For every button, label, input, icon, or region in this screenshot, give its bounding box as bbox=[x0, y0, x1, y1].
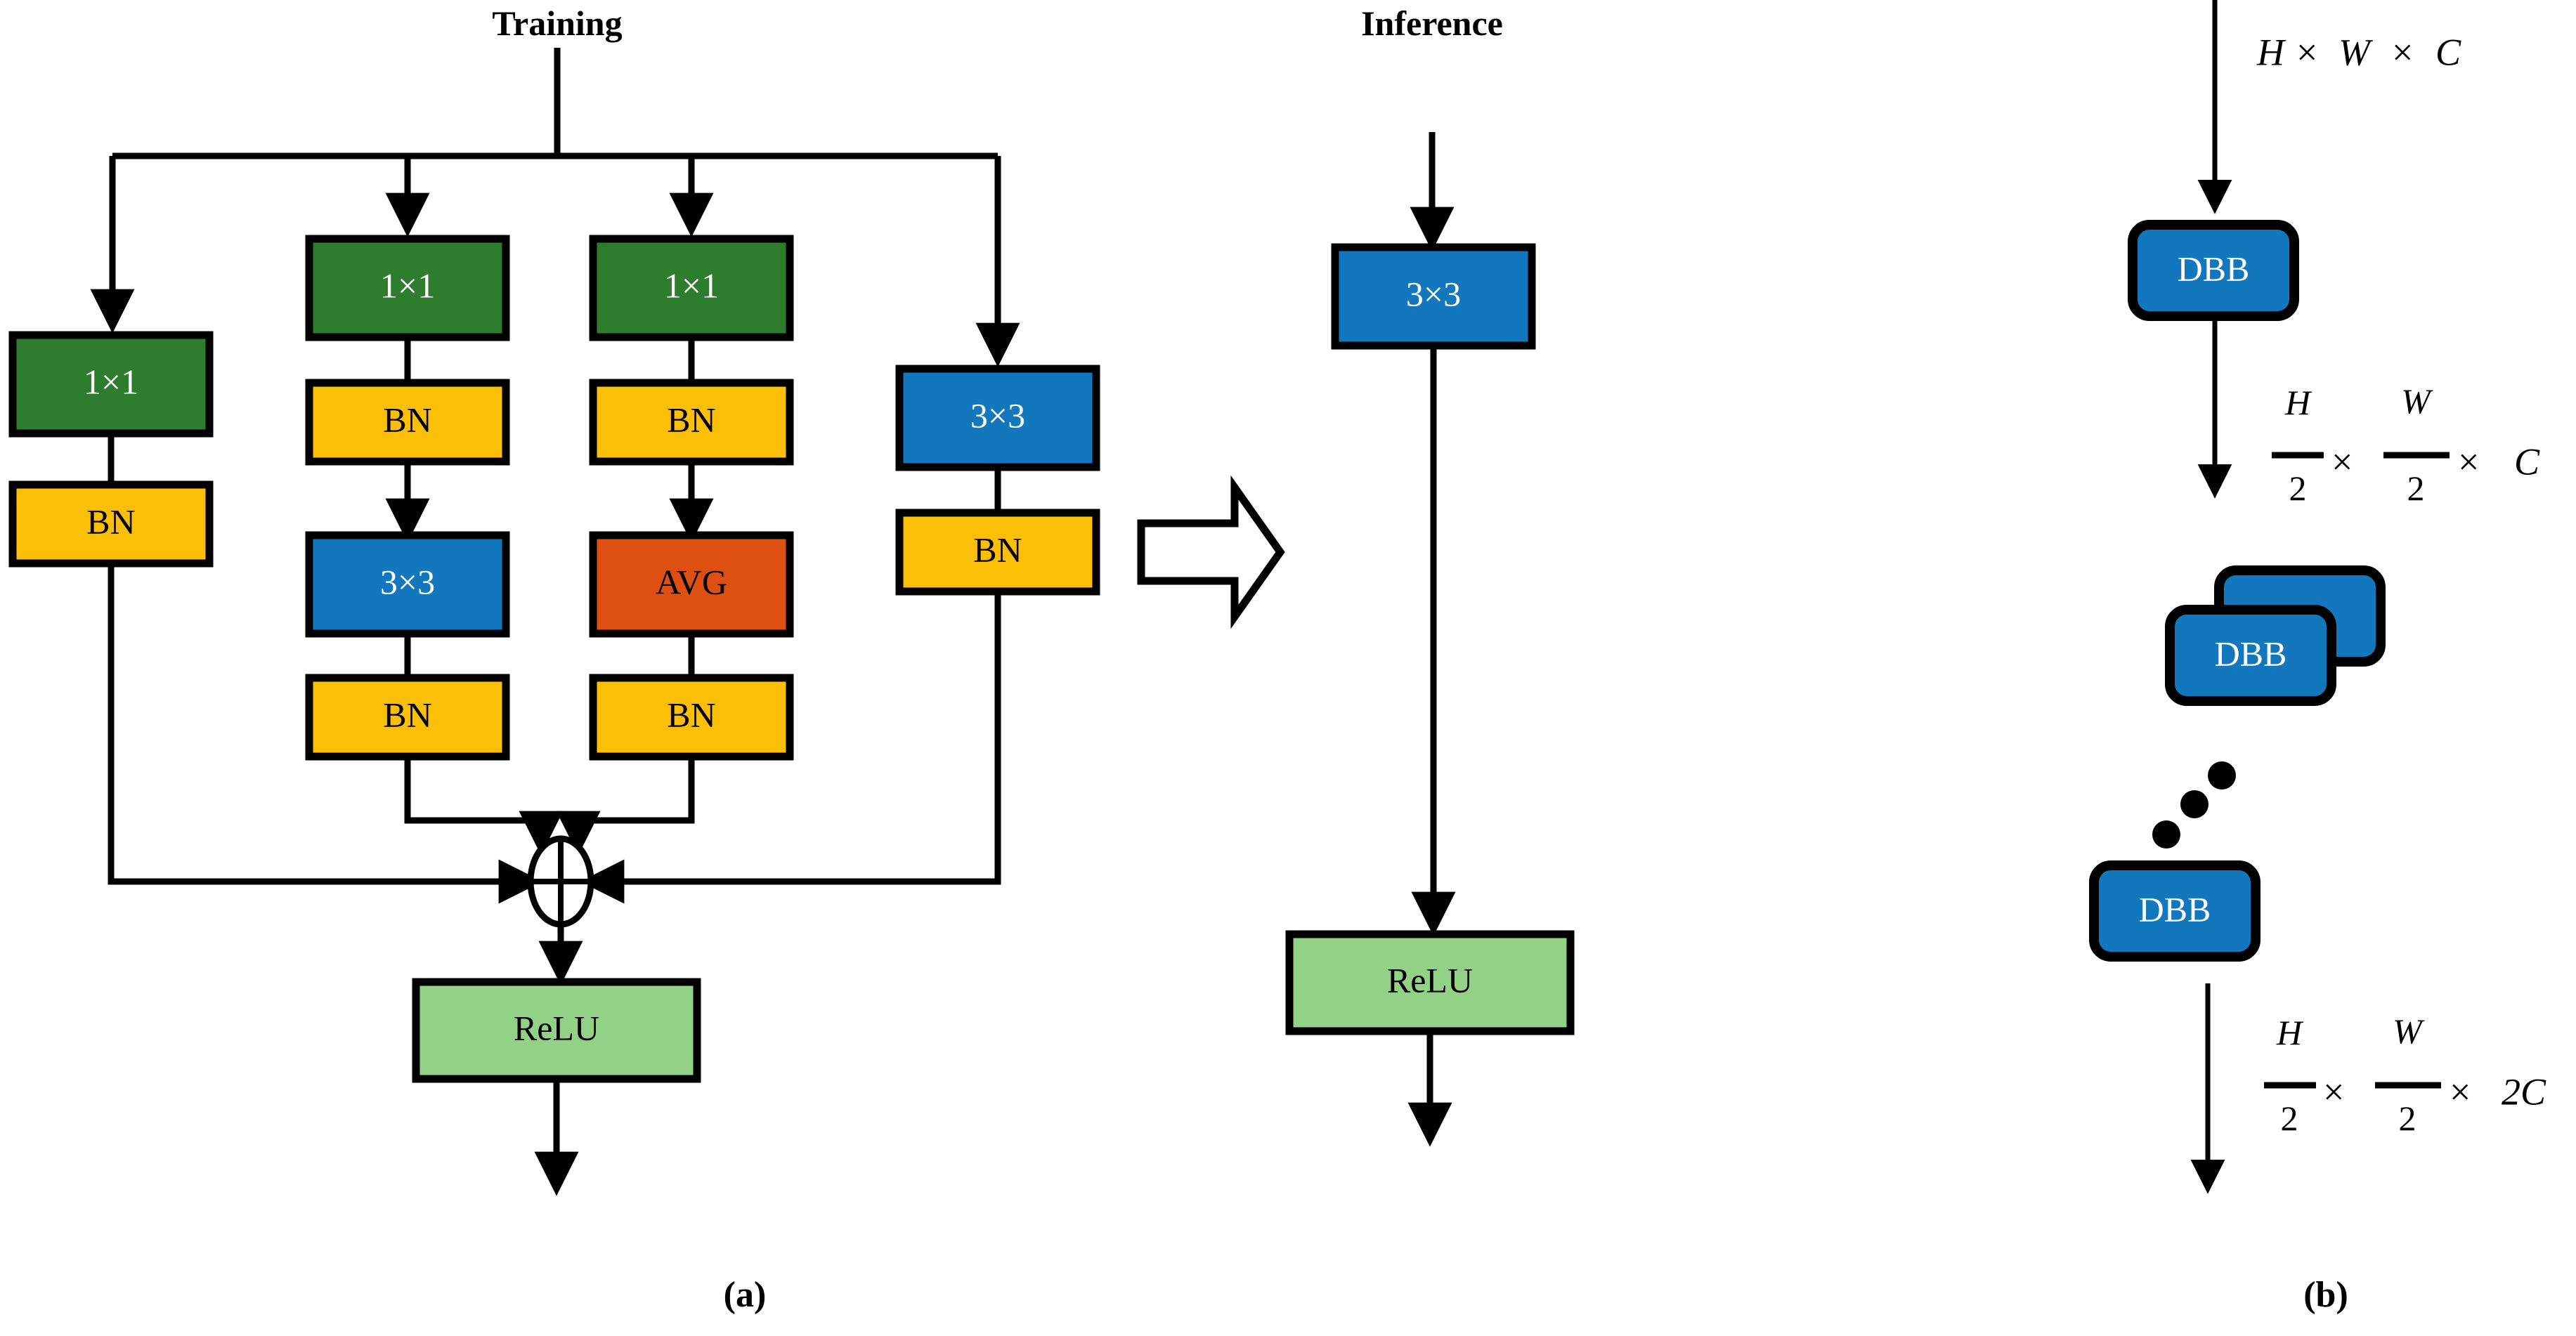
shape-out-H-num: H bbox=[2276, 1013, 2304, 1052]
block-conv1x1-branch2 bbox=[305, 235, 510, 341]
shape-out-times1: × bbox=[2323, 1070, 2344, 1113]
shape-out-W-den: 2 bbox=[2399, 1099, 2416, 1138]
shape-label-mid: H 2 × W 2 × C bbox=[2272, 381, 2540, 508]
sum-node bbox=[527, 835, 594, 928]
training-fanout-wires bbox=[90, 48, 1020, 367]
shape-label-input: H × W × C bbox=[2256, 31, 2461, 73]
block-bn-branch4 bbox=[895, 509, 1100, 596]
block-bn2-branch3-label: BN bbox=[667, 695, 715, 734]
block-dbb-1-label: DBB bbox=[2178, 249, 2250, 288]
shape-mid-times1: × bbox=[2331, 440, 2353, 483]
block-conv3x3-branch2-label: 3×3 bbox=[380, 562, 435, 601]
block-conv3x3-branch4-label: 3×3 bbox=[970, 395, 1025, 435]
shape-mid-H-num: H bbox=[2284, 383, 2312, 422]
inference-title: Inference bbox=[1361, 4, 1503, 43]
block-conv1x1-branch3 bbox=[589, 235, 794, 341]
shape-out-W-num: W bbox=[2393, 1011, 2425, 1051]
shape-mid-H-den: 2 bbox=[2289, 469, 2307, 508]
block-relu-inference-label: ReLU bbox=[1387, 960, 1473, 1000]
shape-mid-times2: × bbox=[2458, 440, 2479, 483]
training-title: Training bbox=[492, 4, 622, 43]
shape-out-times2: × bbox=[2450, 1070, 2471, 1113]
wire-b2-to-sum bbox=[404, 757, 564, 856]
block-bn1-branch3 bbox=[589, 379, 794, 466]
shape-mid-W-den: 2 bbox=[2407, 469, 2425, 508]
wire-b4-to-sum bbox=[580, 591, 1001, 904]
block-dbb-1 bbox=[2128, 220, 2299, 321]
block-dbb-stack-front bbox=[2165, 605, 2336, 706]
block-conv1x1-branch1-label: 1×1 bbox=[84, 362, 138, 401]
block-conv1x1-branch3-label: 1×1 bbox=[664, 266, 719, 305]
block-avgpool-branch3-label: AVG bbox=[656, 562, 727, 601]
subfigure-label-b: (b) bbox=[2303, 1275, 2348, 1315]
block-bn2-branch3 bbox=[589, 674, 794, 761]
shape-label-out: H 2 × W 2 × 2C bbox=[2264, 1011, 2546, 1138]
shape-input-W: W bbox=[2338, 31, 2374, 73]
wire-b3-to-sum bbox=[556, 757, 695, 856]
block-bn-branch1-label: BN bbox=[86, 502, 135, 541]
wire-b1-to-sum bbox=[108, 563, 543, 904]
block-bn2-branch2-label: BN bbox=[383, 695, 431, 734]
equivalent-transform-arrow bbox=[1137, 475, 1285, 629]
shape-out-2C: 2C bbox=[2502, 1070, 2546, 1113]
block-dbb-stack-front-label: DBB bbox=[2215, 634, 2287, 673]
block-conv3x3-branch2 bbox=[305, 531, 510, 638]
block-bn-branch1 bbox=[8, 480, 214, 568]
block-dbb-last-label: DBB bbox=[2139, 889, 2211, 929]
ellipsis-dots-icon bbox=[2152, 761, 2236, 849]
block-conv3x3-inference-label: 3×3 bbox=[1406, 274, 1461, 313]
block-conv3x3-inference bbox=[1331, 243, 1536, 350]
shape-mid-W-num: W bbox=[2401, 381, 2433, 421]
block-bn-branch4-label: BN bbox=[973, 530, 1022, 569]
shape-input-H: H bbox=[2256, 31, 2286, 73]
shape-input-times1: × bbox=[2296, 31, 2317, 73]
shape-input-C: C bbox=[2435, 31, 2461, 73]
shape-input-times2: × bbox=[2392, 31, 2413, 73]
block-relu-training-label: ReLU bbox=[514, 1008, 599, 1047]
block-bn1-branch2-label: BN bbox=[383, 400, 431, 439]
block-bn1-branch3-label: BN bbox=[667, 400, 715, 439]
block-bn2-branch2 bbox=[305, 674, 510, 761]
block-conv1x1-branch2-label: 1×1 bbox=[380, 266, 435, 305]
shape-out-H-den: 2 bbox=[2281, 1099, 2298, 1138]
shape-mid-C: C bbox=[2514, 440, 2540, 483]
subfigure-label-a: (a) bbox=[724, 1275, 767, 1315]
block-dbb-last bbox=[2089, 860, 2260, 962]
